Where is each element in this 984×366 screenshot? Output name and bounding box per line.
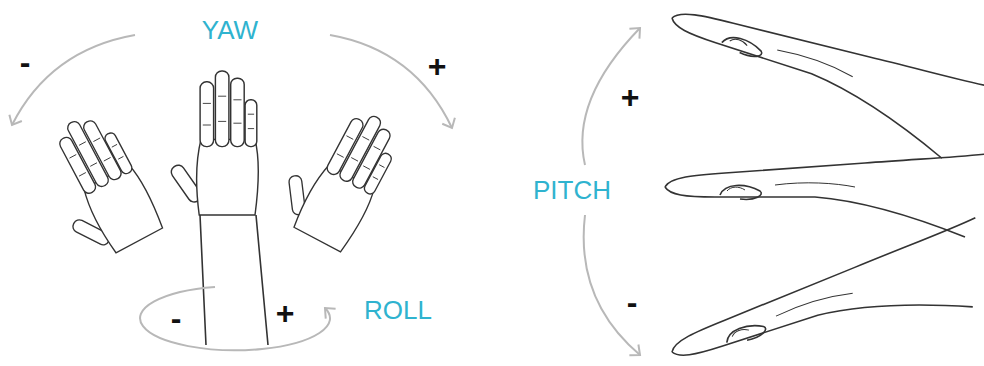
axis-label: PITCH xyxy=(533,177,611,203)
direction-sign: + xyxy=(428,50,447,82)
direction-sign: + xyxy=(276,297,295,329)
direction-sign: + xyxy=(621,81,640,113)
direction-sign: - xyxy=(627,286,638,318)
direction-sign: - xyxy=(171,302,182,334)
direction-sign: - xyxy=(20,46,31,78)
axis-label: ROLL xyxy=(364,297,432,323)
axis-label: YAW xyxy=(202,17,258,43)
